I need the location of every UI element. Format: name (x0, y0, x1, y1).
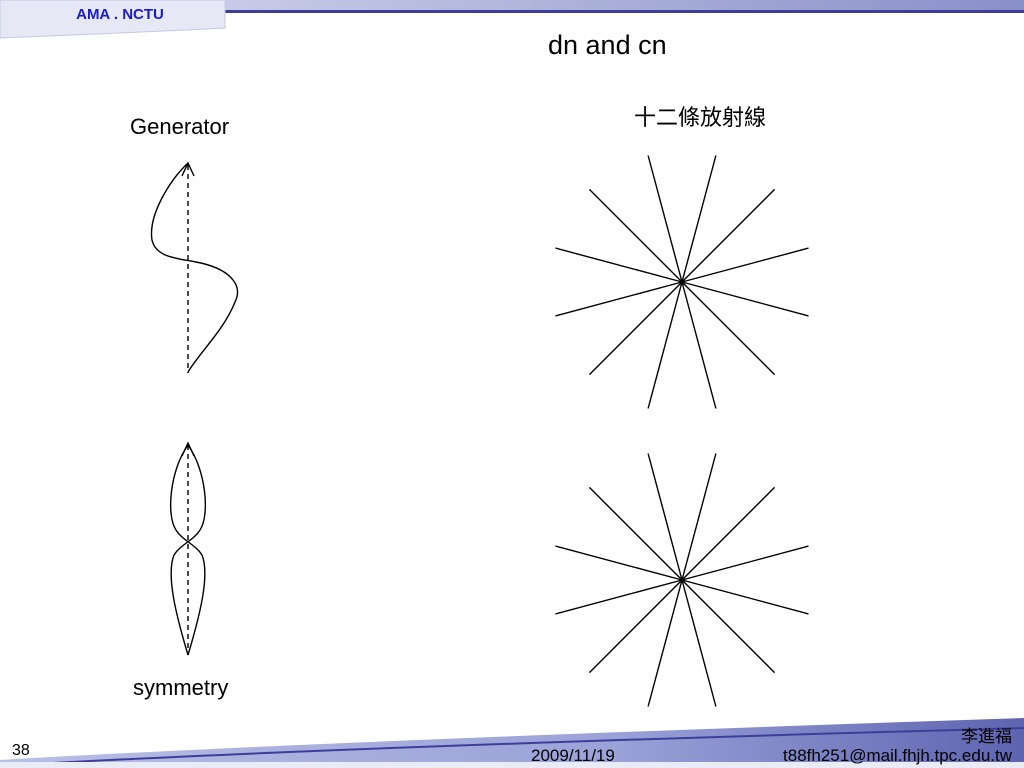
symmetry-curve-right (170, 444, 206, 656)
header-band (0, 0, 1024, 13)
footer-author: 李進福 (961, 727, 1012, 747)
twelve-ray-star-bottom (555, 453, 809, 707)
top-star-ray-12 (647, 155, 683, 283)
page-number: 38 (12, 742, 30, 759)
bottom-star-ray-12 (647, 453, 683, 581)
bottom-star-ray-1 (681, 453, 717, 581)
generator-label: Generator (130, 114, 230, 139)
footer-strip (0, 762, 1024, 768)
top-star-ray-5 (681, 281, 776, 376)
top-star-ray-11 (588, 188, 683, 283)
twelve-ray-star-top (555, 155, 809, 409)
bottom-star-ray-2 (681, 486, 776, 581)
symmetry-curve-left (170, 444, 206, 656)
bottom-star-ray-5 (681, 579, 776, 674)
footer-email: t88fh251@mail.fhjh.tpc.edu.tw (783, 746, 1012, 765)
footer-line (0, 727, 1024, 767)
top-star-ray-4 (681, 281, 809, 317)
bottom-star-ray-9 (555, 579, 683, 615)
top-star-ray-1 (681, 155, 717, 283)
top-star-ray-6 (681, 281, 717, 409)
top-star-ray-8 (588, 281, 683, 376)
top-star-ray-9 (555, 281, 683, 317)
header-line (0, 10, 1024, 13)
bottom-star-ray-11 (588, 486, 683, 581)
generator-curve (150, 162, 239, 373)
bottom-star-ray-3 (681, 545, 809, 581)
header-tag: AMA . NCTU (76, 6, 164, 23)
bottom-star-ray-8 (588, 579, 683, 674)
top-star-ray-10 (555, 247, 683, 283)
bottom-star-ray-10 (555, 545, 683, 581)
header-tab (0, 0, 226, 39)
footer-date: 2009/11/19 (531, 746, 615, 765)
top-star-ray-7 (647, 281, 683, 409)
symmetry-label: symmetry (133, 675, 229, 700)
bottom-star-ray-6 (681, 579, 717, 707)
slide-title: dn and cn (548, 30, 667, 60)
bottom-star-ray-7 (647, 579, 683, 707)
rays-label: 十二條放射線 (634, 106, 767, 131)
top-star-ray-3 (681, 247, 809, 283)
bottom-star-ray-4 (681, 579, 809, 615)
top-star-ray-2 (681, 188, 776, 283)
